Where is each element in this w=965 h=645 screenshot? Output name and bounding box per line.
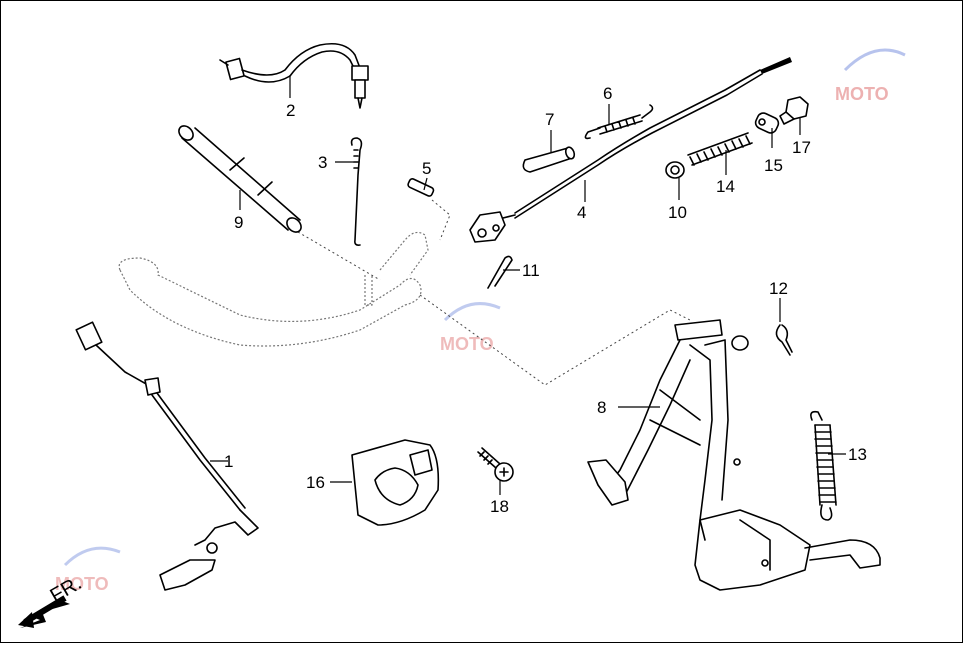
part-2-sensor-cable — [219, 42, 369, 109]
part-7-sleeve — [522, 146, 576, 173]
label-part-9: 9 — [234, 213, 243, 232]
label-part-8: 8 — [597, 398, 606, 417]
label-part-16: 16 — [306, 473, 325, 492]
label-part-2: 2 — [286, 101, 295, 120]
part-11-cotter-pin — [487, 255, 513, 289]
front-direction-arrow: FR. — [18, 572, 85, 628]
assembly-line-5 — [431, 199, 451, 241]
label-part-13: 13 — [848, 445, 867, 464]
part-5-pin — [407, 178, 435, 197]
part-13-spring — [810, 410, 837, 521]
watermark-logo-center: MOTO — [440, 302, 501, 354]
part-17-adjust-nut — [779, 96, 809, 125]
label-part-11: 11 — [522, 261, 540, 280]
svg-text:MOTO: MOTO — [440, 334, 494, 354]
part-1-linkage — [75, 321, 259, 591]
part-18-screw — [477, 447, 514, 482]
label-part-1: 1 — [224, 452, 233, 471]
label-part-10: 10 — [668, 203, 687, 222]
label-part-12: 12 — [769, 279, 788, 298]
label-part-6: 6 — [603, 84, 612, 103]
part-16-cover — [351, 439, 440, 526]
assembly-line-9 — [297, 231, 381, 281]
watermark-logo-bottom-left: MOTO — [55, 546, 121, 594]
label-part-14: 14 — [716, 177, 735, 196]
svg-text:MOTO: MOTO — [835, 84, 889, 104]
label-part-18: 18 — [490, 497, 509, 516]
svg-text:MOTO: MOTO — [55, 574, 109, 594]
part-12-cotter-pin — [775, 324, 793, 356]
part-14-spring — [687, 132, 753, 166]
assembly-line-8 — [419, 294, 691, 386]
label-part-5: 5 — [422, 159, 431, 178]
label-part-17: 17 — [792, 138, 811, 157]
ghost-lever-outline — [118, 231, 429, 347]
part-10-washer — [665, 161, 685, 179]
label-part-4: 4 — [577, 203, 586, 222]
part-3-spring-rod — [350, 137, 363, 246]
label-part-7: 7 — [545, 110, 554, 129]
part-6-spring — [584, 104, 654, 140]
part-8-center-stand — [587, 319, 881, 591]
part-15-nut — [754, 112, 780, 134]
label-part-3: 3 — [318, 153, 327, 172]
part-number-labels: 1 2 3 4 5 6 7 8 9 10 11 12 13 14 15 16 1… — [224, 84, 867, 516]
part-9-pivot-shaft — [178, 125, 302, 233]
part-4-brake-rod — [469, 57, 792, 243]
label-part-15: 15 — [764, 156, 783, 175]
leader-lines — [210, 75, 846, 495]
watermark-logo-top-right: MOTO — [835, 48, 906, 104]
